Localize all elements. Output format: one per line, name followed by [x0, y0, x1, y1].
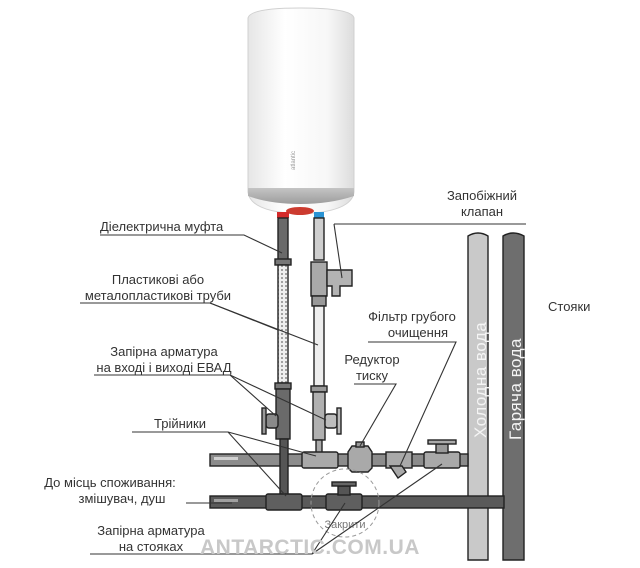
label-riser-shutoff-line2: на стояках: [119, 539, 184, 554]
label-reducer-line2: тиску: [356, 368, 389, 383]
closed-valve-highlight: [310, 468, 380, 538]
label-shutoff-heater-line1: Запірна арматура: [110, 344, 218, 359]
heater-brand-logo: atlantic: [291, 151, 297, 170]
bypass-valve-closed: Закрити: [310, 468, 380, 538]
label-reducer-line1: Редуктор: [344, 352, 399, 367]
label-dielectric-coupling: Діелектрична муфта: [100, 219, 224, 234]
heater-band: [248, 188, 354, 204]
cold-inlet-line: [310, 212, 328, 455]
label-consumers-line1: До місць споживання:: [44, 475, 176, 490]
tee-hot: [265, 493, 303, 511]
label-risers: Стояки: [548, 299, 590, 314]
label-filter-line2: очищення: [388, 325, 448, 340]
cold-water-riser: Холодна вода: [467, 232, 490, 561]
hot-water-riser: Гаряча вода: [502, 232, 525, 561]
label-filter-line1: Фільтр грубого: [368, 309, 456, 324]
valve-handle-icon: [336, 407, 342, 435]
label-shutoff-heater-line2: на вході і виході ЕВАД: [96, 360, 231, 375]
flexible-hose-hot: [277, 264, 289, 384]
label-safety-valve-line1: Запобіжний: [447, 188, 517, 203]
label-pipes-line2: металопластикові труби: [85, 288, 231, 303]
watermark: ANTARCTIC.COM.UA: [200, 536, 420, 559]
safety-valve: [326, 269, 353, 297]
valve-handle-icon: [261, 407, 267, 435]
label-tees: Трійники: [154, 416, 206, 431]
hot-outlet-line: [274, 212, 292, 496]
pressure-reducer: [347, 441, 373, 473]
hot-outlet-marker: [277, 212, 289, 218]
leader-lines: [80, 223, 526, 555]
valve-handle-icon: [331, 481, 357, 487]
shutoff-valve-hot-outlet: [261, 407, 279, 435]
label-safety-valve-line2: клапан: [461, 204, 503, 219]
cold-inlet-marker: [314, 212, 324, 218]
label-pipes-line1: Пластикові або: [112, 272, 204, 287]
shutoff-valve-cold-inlet: [324, 407, 342, 435]
valve-handle-icon: [427, 439, 457, 445]
hot-water-label: Гаряча вода: [506, 338, 525, 440]
shutoff-valve-cold-riser: [423, 439, 461, 469]
closed-label: Закрити: [324, 519, 365, 531]
heater-thermostat-knob: [286, 207, 314, 215]
cold-water-label: Холодна вода: [471, 322, 490, 438]
label-consumers-line2: змішувач, душ: [79, 491, 166, 506]
water-heater: atlantic: [247, 7, 355, 215]
flexible-hose-cold: [313, 305, 325, 387]
tee-cold: [301, 451, 339, 469]
coarse-filter: [385, 451, 413, 480]
label-riser-shutoff-line1: Запірна арматура: [97, 523, 205, 538]
